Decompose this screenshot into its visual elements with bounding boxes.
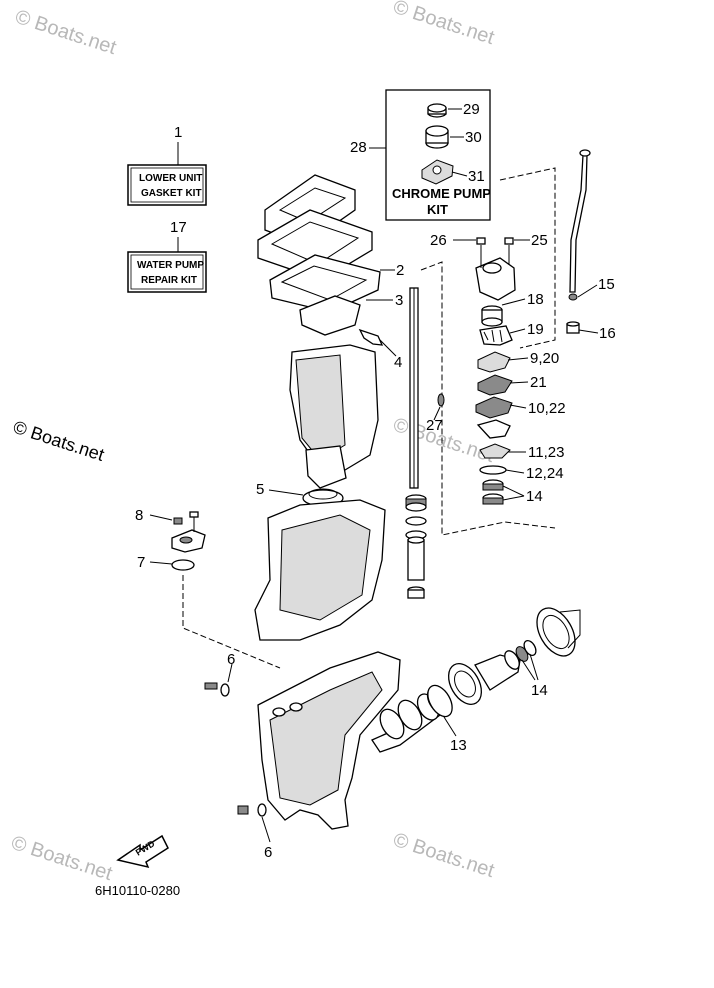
callout-7: 7	[137, 554, 145, 571]
shaft-sleeve-stack[interactable]	[405, 494, 427, 599]
callout-14a: 14	[526, 488, 543, 505]
chrome-pump-line1: CHROME PUMP	[392, 186, 491, 201]
callout-17: 17	[170, 219, 187, 236]
callout-6b: 6	[264, 844, 272, 861]
upper-housing-lower[interactable]	[254, 499, 386, 641]
callout-16: 16	[599, 325, 616, 342]
pin-part[interactable]	[437, 393, 445, 407]
watermark-left-main: © Boats.net	[11, 417, 107, 465]
pump-housing[interactable]	[475, 257, 516, 301]
watermark-bottom-right: © Boats.net	[390, 829, 497, 882]
cover-plate[interactable]	[171, 529, 206, 553]
callout-30: 30	[465, 129, 482, 146]
screw-part[interactable]	[173, 517, 183, 525]
o-ring-7[interactable]	[171, 559, 195, 571]
callout-21: 21	[530, 374, 547, 391]
callout-15: 15	[598, 276, 615, 293]
callout-13: 13	[450, 737, 467, 754]
water-pump-line1: WATER PUMP	[137, 260, 204, 271]
callout-18: 18	[527, 291, 544, 308]
water-pump-line2: REPAIR KIT	[141, 275, 197, 286]
callout-31: 31	[468, 168, 485, 185]
callout-27: 27	[426, 417, 443, 434]
lower-unit-line2: GASKET KIT	[141, 188, 202, 199]
screw-6-lower[interactable]	[237, 805, 249, 815]
watermark-bottom-left: © Boats.net	[8, 832, 115, 885]
callout-10-22: 10,22	[528, 400, 566, 417]
water-pump-repair-kit-box[interactable]: 17 WATER PUMP REPAIR KIT	[127, 219, 207, 293]
prop-shaft-assembly[interactable]	[371, 601, 583, 753]
callout-12-24: 12,24	[526, 465, 564, 482]
diagram-code: 6H10110-0280	[95, 883, 180, 898]
callout-5: 5	[256, 481, 264, 498]
water-tube[interactable]	[569, 154, 588, 293]
grommet-part[interactable]	[568, 293, 578, 301]
o-ring-13[interactable]	[423, 681, 457, 720]
callout-14b: 14	[531, 682, 548, 699]
impeller-stack[interactable]	[475, 305, 513, 505]
callout-19: 19	[527, 321, 544, 338]
callout-11-23: 11,23	[528, 444, 564, 461]
lower-unit-gasket-kit-box[interactable]: 1 LOWER UNIT GASKET KIT	[127, 124, 207, 206]
callout-8: 8	[135, 507, 143, 524]
clip-part[interactable]	[358, 328, 384, 346]
upper-casing[interactable]	[289, 344, 379, 489]
gasket-stack[interactable]	[257, 174, 381, 336]
callout-6a: 6	[227, 651, 235, 668]
callout-3: 3	[395, 292, 403, 309]
watermark-top-left: © Boats.net	[12, 6, 119, 59]
watermark-middle: © Boats.net	[390, 414, 497, 467]
lower-unit-line1: LOWER UNIT	[139, 173, 202, 184]
watermark-top-right: © Boats.net	[390, 0, 497, 49]
drive-shaft[interactable]	[409, 287, 419, 489]
chrome-pump-line2: KIT	[427, 202, 448, 217]
fwd-arrow-icon: FWD	[116, 834, 169, 869]
callout-26: 26	[430, 232, 447, 249]
callout-29: 29	[463, 101, 480, 118]
callout-28: 28	[350, 139, 367, 156]
lower-gearcase[interactable]	[257, 651, 401, 830]
callout-9-20: 9,20	[530, 350, 559, 367]
callout-2: 2	[396, 262, 404, 279]
screw-6-upper[interactable]	[204, 682, 218, 690]
callout-1: 1	[174, 124, 182, 141]
chrome-pump-kit-box[interactable]: 28 29 30 31 CHROME PUMP KIT	[350, 89, 491, 221]
callout-4: 4	[394, 354, 402, 371]
callout-25: 25	[531, 232, 548, 249]
